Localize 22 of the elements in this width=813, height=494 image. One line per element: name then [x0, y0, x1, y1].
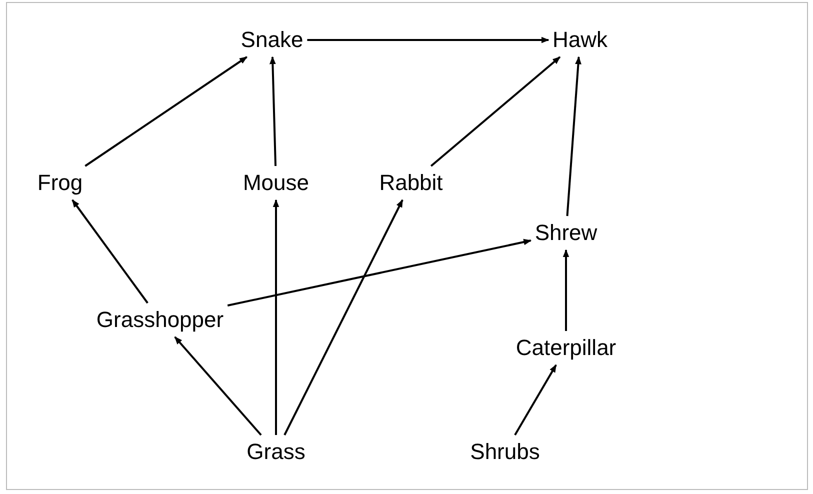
arrow	[72, 199, 148, 304]
arrow	[284, 199, 404, 436]
organism-label: Frog	[37, 170, 83, 196]
organism-label: Snake	[240, 27, 304, 53]
organism-label: Caterpillar	[516, 335, 616, 361]
organism-label: Rabbit	[379, 170, 443, 196]
organism-label: Shrew	[534, 220, 598, 246]
organism-label: Grasshopper	[96, 307, 224, 333]
arrow	[272, 199, 280, 435]
arrow	[514, 364, 557, 436]
arrow	[307, 36, 550, 44]
arrow	[566, 56, 582, 216]
arrow	[430, 56, 561, 167]
organism-label: Shrubs	[470, 439, 540, 465]
arrow	[227, 238, 532, 306]
organism-label: Grass	[246, 439, 306, 465]
arrow	[84, 56, 248, 167]
organism-label: Mouse	[242, 170, 310, 196]
arrow	[269, 56, 277, 166]
arrow	[562, 249, 570, 331]
organism-label: Hawk	[552, 27, 608, 53]
arrow	[174, 336, 262, 436]
